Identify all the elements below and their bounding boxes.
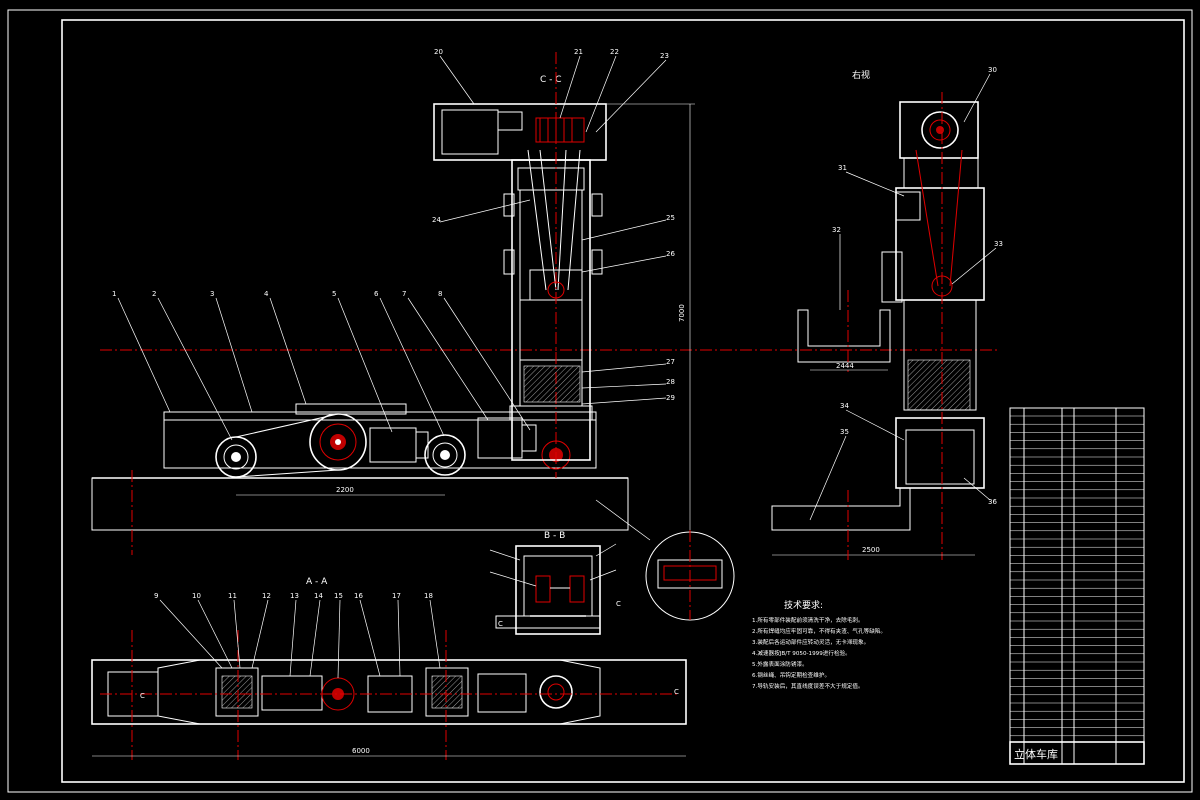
dim-right-small: 2444 [836, 362, 854, 370]
svg-text:3: 3 [210, 290, 214, 298]
drawing-name: 立体车库 [1014, 747, 1058, 761]
svg-text:27: 27 [666, 358, 675, 366]
svg-text:C: C [498, 620, 503, 628]
svg-text:1: 1 [112, 290, 116, 298]
svg-text:15: 15 [334, 592, 343, 600]
svg-text:9: 9 [154, 592, 158, 600]
section-bb-title: B - B [544, 531, 565, 541]
svg-text:4: 4 [264, 290, 269, 298]
dim-right-width: 2500 [862, 546, 880, 554]
tech-title: 技术要求: [784, 599, 823, 611]
tech-line-2: 2.所有焊缝均应牢固可靠，不得有夹渣、气孔等缺陷。 [752, 627, 886, 635]
svg-text:30: 30 [988, 66, 997, 74]
svg-text:18: 18 [424, 592, 433, 600]
svg-text:23: 23 [660, 52, 669, 60]
svg-text:13: 13 [290, 592, 299, 600]
outer-border [7, 9, 1193, 793]
svg-text:33: 33 [994, 240, 1003, 248]
left-wheel [215, 436, 257, 478]
svg-text:16: 16 [354, 592, 363, 600]
dim-aa-base: 6000 [352, 747, 370, 755]
parts-list [1009, 407, 1145, 765]
svg-text:32: 32 [832, 226, 841, 234]
svg-text:28: 28 [666, 378, 675, 386]
section-aa-title: A - A [306, 577, 328, 587]
svg-text:34: 34 [840, 402, 849, 410]
section-cc-title: C - C [540, 75, 562, 85]
drive-sprocket [309, 413, 367, 471]
right-view: 右视 2444 2500 [771, 66, 1003, 560]
svg-text:12: 12 [262, 592, 271, 600]
section-bb-view: B - B C C [489, 531, 621, 635]
dim-vertical: 7000 [678, 304, 686, 322]
svg-text:36: 36 [988, 498, 997, 506]
technical-requirements: 技术要求: 1.所有零部件装配前须清洗干净，去除毛刺。 2.所有焊缝均应牢固可靠… [752, 599, 886, 690]
svg-text:22: 22 [610, 48, 619, 56]
front-leaders [117, 297, 531, 441]
svg-text:C: C [674, 688, 679, 696]
svg-text:C: C [616, 600, 621, 608]
svg-text:C: C [140, 692, 145, 700]
svg-text:2: 2 [152, 290, 156, 298]
svg-text:24: 24 [432, 216, 441, 224]
tech-line-5: 5.外露表面涂防锈漆。 [752, 660, 808, 668]
svg-text:17: 17 [392, 592, 401, 600]
svg-text:5: 5 [332, 290, 336, 298]
svg-text:20: 20 [434, 48, 443, 56]
tech-line-3: 3.装配后各运动部件应转动灵活，无卡滞现象。 [752, 638, 869, 646]
svg-text:26: 26 [666, 250, 675, 258]
svg-text:7: 7 [402, 290, 406, 298]
right-wheel [424, 434, 466, 476]
svg-text:35: 35 [840, 428, 849, 436]
svg-text:29: 29 [666, 394, 675, 402]
inner-border [61, 19, 1185, 783]
svg-text:8: 8 [438, 290, 442, 298]
tech-line-6: 6.钢丝绳、吊钩定期检查维护。 [752, 671, 830, 679]
tech-line-4: 4.减速器按JB/T 9050-1999进行检验。 [752, 649, 851, 657]
tech-line-1: 1.所有零部件装配前须清洗干净，去除毛刺。 [752, 616, 864, 624]
section-cc-view: C - C 7000 [432, 48, 695, 530]
svg-text:6: 6 [374, 290, 379, 298]
title-block: 立体车库 [1009, 741, 1145, 765]
detail-circle [595, 499, 735, 621]
svg-text:21: 21 [574, 48, 583, 56]
svg-text:14: 14 [314, 592, 323, 600]
dim-front: 2200 [336, 486, 354, 494]
svg-text:11: 11 [228, 592, 237, 600]
svg-text:31: 31 [838, 164, 847, 172]
tech-line-7: 7.导轨安装后，其直线度误差不大于规定值。 [752, 682, 864, 690]
svg-text:10: 10 [192, 592, 201, 600]
right-view-title: 右视 [852, 69, 870, 81]
svg-text:25: 25 [666, 214, 675, 222]
section-aa-view: A - A 6000 C C [91, 577, 687, 760]
